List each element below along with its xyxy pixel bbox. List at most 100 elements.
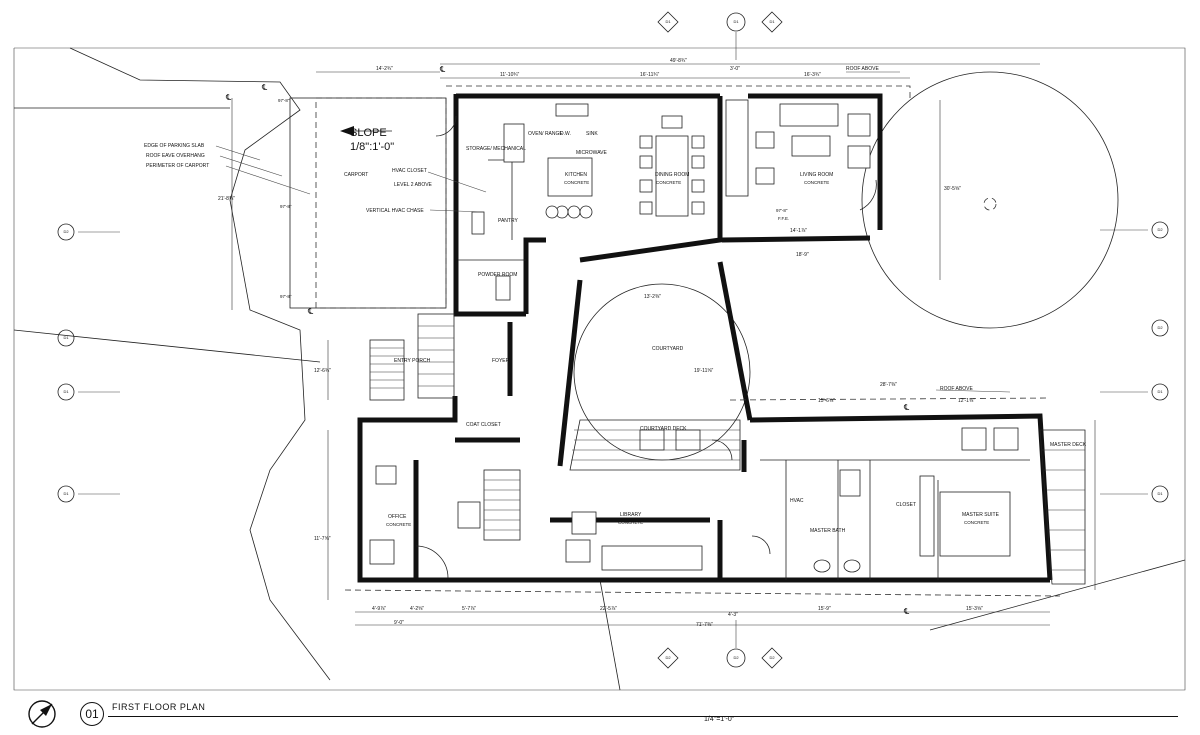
dim-mid-b: 28'-7⅜": [880, 382, 897, 388]
svg-text:℄: ℄: [903, 403, 910, 412]
svg-text:℄: ℄: [225, 93, 232, 102]
svg-text:℄: ℄: [307, 307, 314, 316]
dim-bottom-d: 22'-5⅞": [600, 606, 617, 612]
dim-bottom-e: 4'-3": [728, 612, 738, 618]
room-label-closet: CLOSET: [896, 502, 916, 508]
grid-mark-label: D2: [1157, 227, 1163, 232]
dim-living-w: 14'-1⅞": [790, 228, 807, 234]
grid-mark-label: D1: [1157, 389, 1163, 394]
room-label-foyer: FOYER: [492, 358, 510, 364]
dim-mid-c: 15'-6⅝": [818, 398, 835, 404]
grid-mark-label: D2: [63, 229, 69, 234]
level2-note: LEVEL 2 ABOVE: [394, 182, 433, 188]
dim-bottom-c: 5'-7⅞": [462, 606, 476, 612]
dim-left-a: 21'-8⅜": [218, 196, 235, 202]
dim-bottom-b: 4'-2⅝": [410, 606, 424, 612]
drawing-number: 01: [80, 702, 104, 726]
annotation-notes: SLOPE 1/8":1'-0" EDGE OF PARKING SLAB RO…: [144, 66, 973, 392]
roof-above-note-2: ROOF ABOVE: [940, 386, 973, 392]
dim-top-dining: 16'-11¾": [640, 72, 660, 78]
tree-canopy-outline: [861, 71, 1119, 329]
scale-note: 1/4"=1'-0": [704, 716, 735, 723]
room-label-carport: CARPORT: [344, 172, 368, 178]
grid-markers: D1 D1 D1 D2 D2 D2 D2 D1: [57, 11, 1169, 669]
slope-value: 1/8":1'-0": [350, 141, 394, 153]
dim-bottom-h: 9'-0": [394, 620, 404, 626]
svg-text:℄: ℄: [261, 83, 268, 92]
grid-mark-label: D1: [63, 335, 69, 340]
drawing-title: FIRST FLOOR PLAN: [112, 702, 206, 712]
finish-tag: CONCRETE: [386, 522, 411, 527]
parking-slab-note: EDGE OF PARKING SLAB: [144, 143, 205, 149]
sink-note: SINK: [586, 131, 598, 137]
ffe-value: 97'-8": [278, 98, 290, 103]
svg-text:℄: ℄: [439, 65, 446, 74]
dim-top-overall: 49'-8¾": [670, 58, 687, 64]
dim-bottom-a: 4'-9⅞": [372, 606, 386, 612]
ffe-label: F.F.E.: [778, 216, 789, 221]
room-label-pantry: PANTRY: [498, 218, 518, 224]
oven-note: OVEN/ RANGE: [528, 131, 563, 137]
room-label-dining: DINING ROOM: [655, 172, 689, 178]
stairs: [417, 313, 521, 541]
grid-mark-label: D2: [665, 655, 671, 660]
dim-top-living: 16'-3¾": [804, 72, 821, 78]
room-label-master-deck: MASTER DECK: [1050, 442, 1087, 448]
dim-bottom-f: 15'-9": [818, 606, 831, 612]
microwave-note: MICROWAVE: [576, 150, 607, 156]
dimension-text: 49'-8¾" 14'-2¾" 11'-10¾" 16'-11¾" 3'-0" …: [218, 58, 983, 628]
carport-slab: [289, 97, 447, 309]
finish-tags: CONCRETE CONCRETE CONCRETE CONCRETE CONC…: [278, 98, 989, 527]
dim-courtyard-h: 19'-11⅝": [694, 368, 714, 374]
room-label-master-bath: MASTER BATH: [810, 528, 846, 534]
dim-courtyard-w: 13'-2⅜": [644, 294, 661, 300]
svg-text:℄: ℄: [903, 607, 910, 616]
room-label-kitchen: KITCHEN: [565, 172, 587, 178]
room-label-coat-closet: COAT CLOSET: [466, 422, 501, 428]
dim-left-b: 12'-6¾": [314, 368, 331, 374]
room-labels: CARPORT STORAGE/ MECHANICAL KITCHEN DINI…: [344, 146, 1087, 534]
dim-mid-a: 18'-9": [796, 252, 809, 258]
dimension-lines: [231, 63, 1096, 626]
title-underline: [108, 716, 1178, 717]
grid-mark-label: D1: [733, 19, 739, 24]
ffe-value: 97'-8": [280, 294, 292, 299]
finish-tag: CONCRETE: [964, 520, 989, 525]
slope-note: SLOPE: [350, 127, 387, 139]
room-label-hvac: HVAC: [790, 498, 804, 504]
grid-mark-label: D2: [769, 655, 775, 660]
room-label-storage: STORAGE/ MECHANICAL: [466, 146, 526, 152]
hvac-closet-note: HVAC CLOSET: [392, 168, 427, 174]
dim-bottom-g: 15'-3⅝": [966, 606, 983, 612]
finish-tag: CONCRETE: [656, 180, 681, 185]
grid-mark-label: D1: [665, 19, 671, 24]
room-label-entry-porch: ENTRY PORCH: [394, 358, 431, 364]
grid-mark-label: D1: [769, 19, 775, 24]
dim-top-carport: 14'-2¾": [376, 66, 393, 72]
note-leaders: [215, 71, 1011, 393]
dw-note: D.W.: [560, 131, 571, 137]
furniture: [369, 99, 1019, 573]
grid-mark-label: D1: [63, 389, 69, 394]
dim-top-storage: 11'-10¾": [500, 72, 520, 78]
room-label-courtyard-deck: COURTYARD DECK: [640, 426, 687, 432]
grid-mark-label: D2: [1157, 325, 1163, 330]
grid-mark-label: D1: [63, 491, 69, 496]
property-lines: [13, 47, 1186, 691]
dim-right-a: 30'-5⅝": [944, 186, 961, 192]
carport-perimeter-note: PERIMETER OF CARPORT: [146, 163, 209, 169]
room-label-courtyard: COURTYARD: [652, 346, 684, 352]
ffe-value: 97'-8": [280, 204, 292, 209]
dim-top-small: 3'-0": [730, 66, 740, 72]
dim-left-c: 11'-7⅝": [314, 536, 331, 542]
dim-mid-d: 12'-1⅝": [958, 398, 975, 404]
interior-walls: [458, 159, 1030, 580]
room-label-living: LIVING ROOM: [800, 172, 833, 178]
finish-tag: CONCRETE: [564, 180, 589, 185]
north-arrow-icon: [28, 700, 56, 728]
roof-eave-note: ROOF EAVE OVERHANG: [146, 153, 205, 159]
roof-above-note: ROOF ABOVE: [846, 66, 879, 72]
finish-tag: CONCRETE: [618, 520, 643, 525]
grid-mark-label: D1: [1157, 491, 1163, 496]
